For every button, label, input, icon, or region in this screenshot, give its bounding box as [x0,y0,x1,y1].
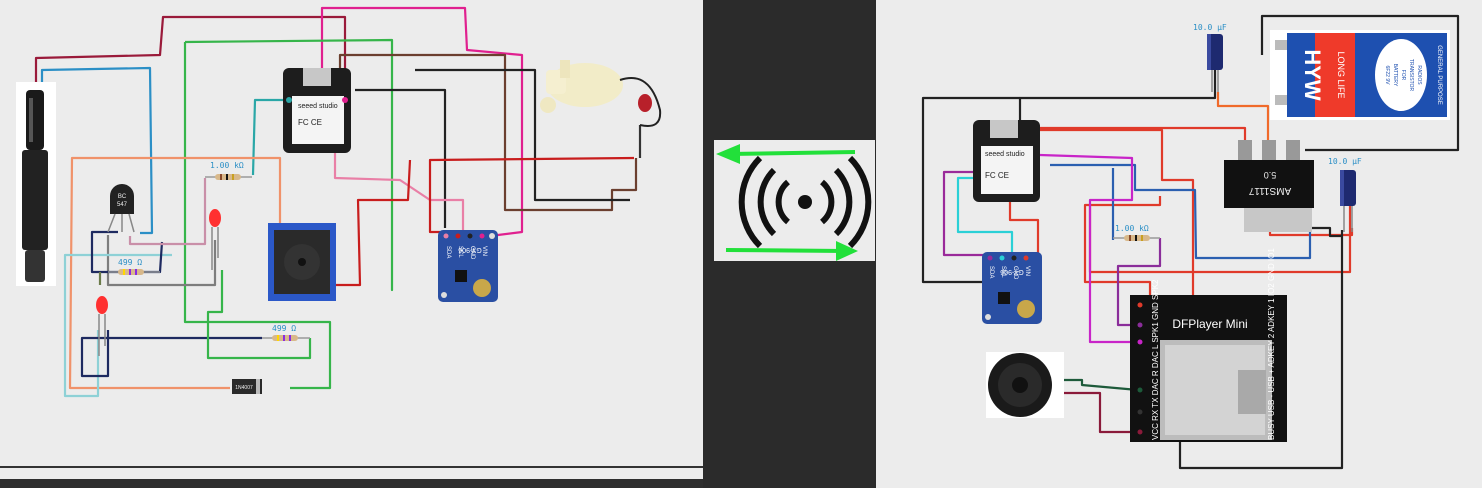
seeed-xiao-left: seeed studio FC CE [283,68,351,153]
sensor-left-pin-sda: SDA [445,246,451,258]
buzzer [268,223,336,301]
left-panel-divider [0,466,703,468]
left-wires [34,6,642,398]
resistor-1k-left: 1.00 kΩ [205,161,252,180]
regulator-sub: 5.0 [1264,170,1277,180]
dc-jack [16,82,56,286]
diode-label: 1N4007 [235,385,253,391]
battery-text-3: FOR [1400,70,1406,81]
speaker [986,352,1064,418]
sensor-left-name: GY-906 [458,246,482,253]
sensor-right-name: GY-906 [1000,268,1024,275]
capacitor-right: 10.0 µF [1328,157,1362,232]
led-red-2 [96,296,108,356]
dfplayer-right-pins: BUSY USB - USB + ADKEY 2 ADKEY 1 IO2 GND… [1267,248,1276,440]
led-red-1 [209,209,221,270]
dfplayer-mini: DFPlayer Mini VCC RX TX DAC R DAC L SPK1… [1130,248,1287,442]
left-panel-footer [0,479,703,488]
sensor-right-pin-vin: VIN [1024,266,1030,276]
transistor-bc547: BC 547 [107,184,135,233]
resistor-499-mid: 499 Ω [108,258,160,275]
battery-text-5: RADIOS [1416,65,1422,85]
resistor-1k-right: 1.00 kΩ [1113,224,1160,241]
seeed-left-fc: FC CE [298,118,322,127]
resistor-499-mid-label: 499 Ω [118,258,142,267]
sensor-right-pin-sda: SDA [988,266,994,278]
dfplayer-left-pins: VCC RX TX DAC R DAC L SPK1 GND SPK2 [1151,279,1160,440]
capacitor-right-label: 10.0 µF [1328,157,1362,166]
battery-text-4: TRANSISTOR [1408,59,1414,92]
sensor-gy906-left: GY-906 SDA SCL GND VIN [438,230,498,302]
battery-long-life: LONG LIFE [1336,51,1346,98]
battery-text-1: 6F22 9V [1384,66,1390,86]
transistor-label-line1: BC [118,194,127,200]
sensor-gy906-right: GY-906 SDA SCL GND VIN [982,252,1042,324]
resistor-1k-right-label: 1.00 kΩ [1115,224,1149,233]
regulator-ams1117: AMS1117 5.0 [1224,140,1314,232]
sensor-left-pin-scl: SCL [457,246,463,258]
capacitor-top: 10.0 µF [1193,23,1227,92]
seeed-right-brand: seeed studio [985,151,1025,158]
dfplayer-title: DFPlayer Mini [1172,317,1247,331]
battery-text-2: BATTERY [1392,64,1398,87]
battery-9v: HYW LONG LIFE 6F22 9V BATTERY FOR TRANSI… [1270,30,1450,120]
resistor-1k-left-label: 1.00 kΩ [210,161,244,170]
sensor-right-pin-gnd: GND [1012,266,1018,280]
battery-general: GENERAL PURPOSE [1436,45,1442,104]
transistor-label-line2: 547 [117,202,128,208]
capacitor-top-label: 10.0 µF [1193,23,1227,32]
sensor-left-pin-vin: VIN [481,246,487,256]
seeed-right-fc: FC CE [985,171,1009,180]
resistor-499-bottom: 499 Ω [262,324,310,341]
regulator-label: AMS1117 [1248,185,1291,196]
sensor-right-pin-scl: SCL [1000,266,1006,278]
seeed-xiao-right: seeed studio FC CE [973,120,1040,202]
seeed-left-brand: seeed studio [298,103,338,110]
battery-brand: HYW [1300,49,1325,101]
wireless-signal-icon [714,140,875,261]
water-pump [540,60,662,127]
diode-1n4007: 1N4007 [232,379,262,394]
sensor-left-pin-gnd: GND [469,246,475,260]
resistor-499-bottom-label: 499 Ω [272,324,296,333]
